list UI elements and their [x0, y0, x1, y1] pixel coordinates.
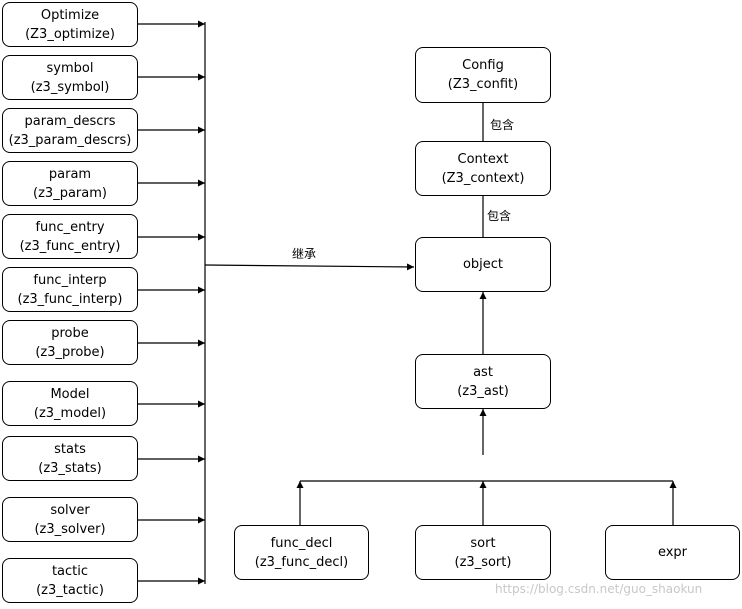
node-name: Context [457, 151, 509, 167]
node-func-decl: func_decl (z3_func_decl) [234, 525, 369, 580]
node-symbol: symbol (z3_symbol) [2, 55, 138, 100]
node-optimize: Optimize (Z3_optimize) [2, 2, 138, 47]
node-name: func_decl [270, 535, 333, 551]
node-ast: ast (z3_ast) [415, 354, 551, 409]
node-cname: (z3_probe) [35, 344, 105, 360]
node-solver: solver (z3_solver) [2, 497, 138, 542]
node-cname: (z3_func_interp) [17, 291, 123, 307]
node-cname: (z3_model) [33, 405, 107, 421]
node-func-interp: func_interp (z3_func_interp) [2, 267, 138, 312]
node-name: Optimize [40, 7, 100, 23]
node-name: param_descrs [24, 113, 116, 129]
node-name: tactic [51, 563, 89, 579]
edge-bus-object [204, 263, 415, 271]
node-stats: stats (z3_stats) [2, 436, 138, 481]
node-context: Context (Z3_context) [415, 141, 551, 196]
node-name: sort [470, 535, 496, 551]
node-expr: expr [605, 525, 740, 580]
node-name: expr [657, 545, 688, 560]
node-cname: (z3_tactic) [36, 582, 104, 598]
node-name: symbol [46, 60, 94, 76]
node-name: Config [462, 58, 504, 73]
node-probe: probe (z3_probe) [2, 320, 138, 365]
node-cname: (z3_symbol) [30, 79, 110, 95]
node-param: param (z3_param) [2, 161, 138, 206]
node-model: Model (z3_model) [2, 381, 138, 426]
node-name: probe [51, 325, 89, 341]
node-name: ast [473, 364, 493, 380]
node-name: object [462, 257, 504, 272]
node-name: Model [50, 386, 90, 402]
node-func-entry: func_entry (z3_func_entry) [2, 214, 138, 259]
node-tactic: tactic (z3_tactic) [2, 558, 138, 603]
edge-label-inherit: 继承 [292, 247, 317, 261]
node-cname: (z3_sort) [454, 554, 512, 570]
node-config: Config (Z3_confit) [415, 47, 551, 103]
node-cname: (z3_param) [33, 185, 107, 201]
edge-label-contain-context: 包含 [487, 209, 512, 223]
node-cname: (Z3_context) [441, 170, 525, 186]
node-name: stats [54, 441, 86, 457]
node-cname: (z3_func_entry) [19, 238, 121, 254]
node-name: func_entry [35, 219, 105, 235]
node-cname: (Z3_optimize) [25, 26, 115, 42]
node-cname: (z3_stats) [38, 460, 102, 476]
node-cname: (z3_param_descrs) [8, 132, 132, 148]
edge-label-contain-config: 包含 [490, 118, 515, 132]
node-name: solver [50, 502, 90, 518]
node-cname: (Z3_confit) [447, 77, 519, 92]
node-sort: sort (z3_sort) [415, 525, 551, 580]
node-param-descrs: param_descrs (z3_param_descrs) [2, 108, 138, 153]
node-cname: (z3_func_decl) [254, 554, 349, 570]
watermark-text: https://blog.csdn.net/guo_shaokun [495, 582, 703, 596]
node-object: object [415, 237, 551, 292]
node-cname: (z3_solver) [34, 521, 106, 537]
node-name: func_interp [33, 272, 107, 288]
node-name: param [48, 166, 92, 182]
node-cname: (z3_ast) [457, 383, 509, 399]
